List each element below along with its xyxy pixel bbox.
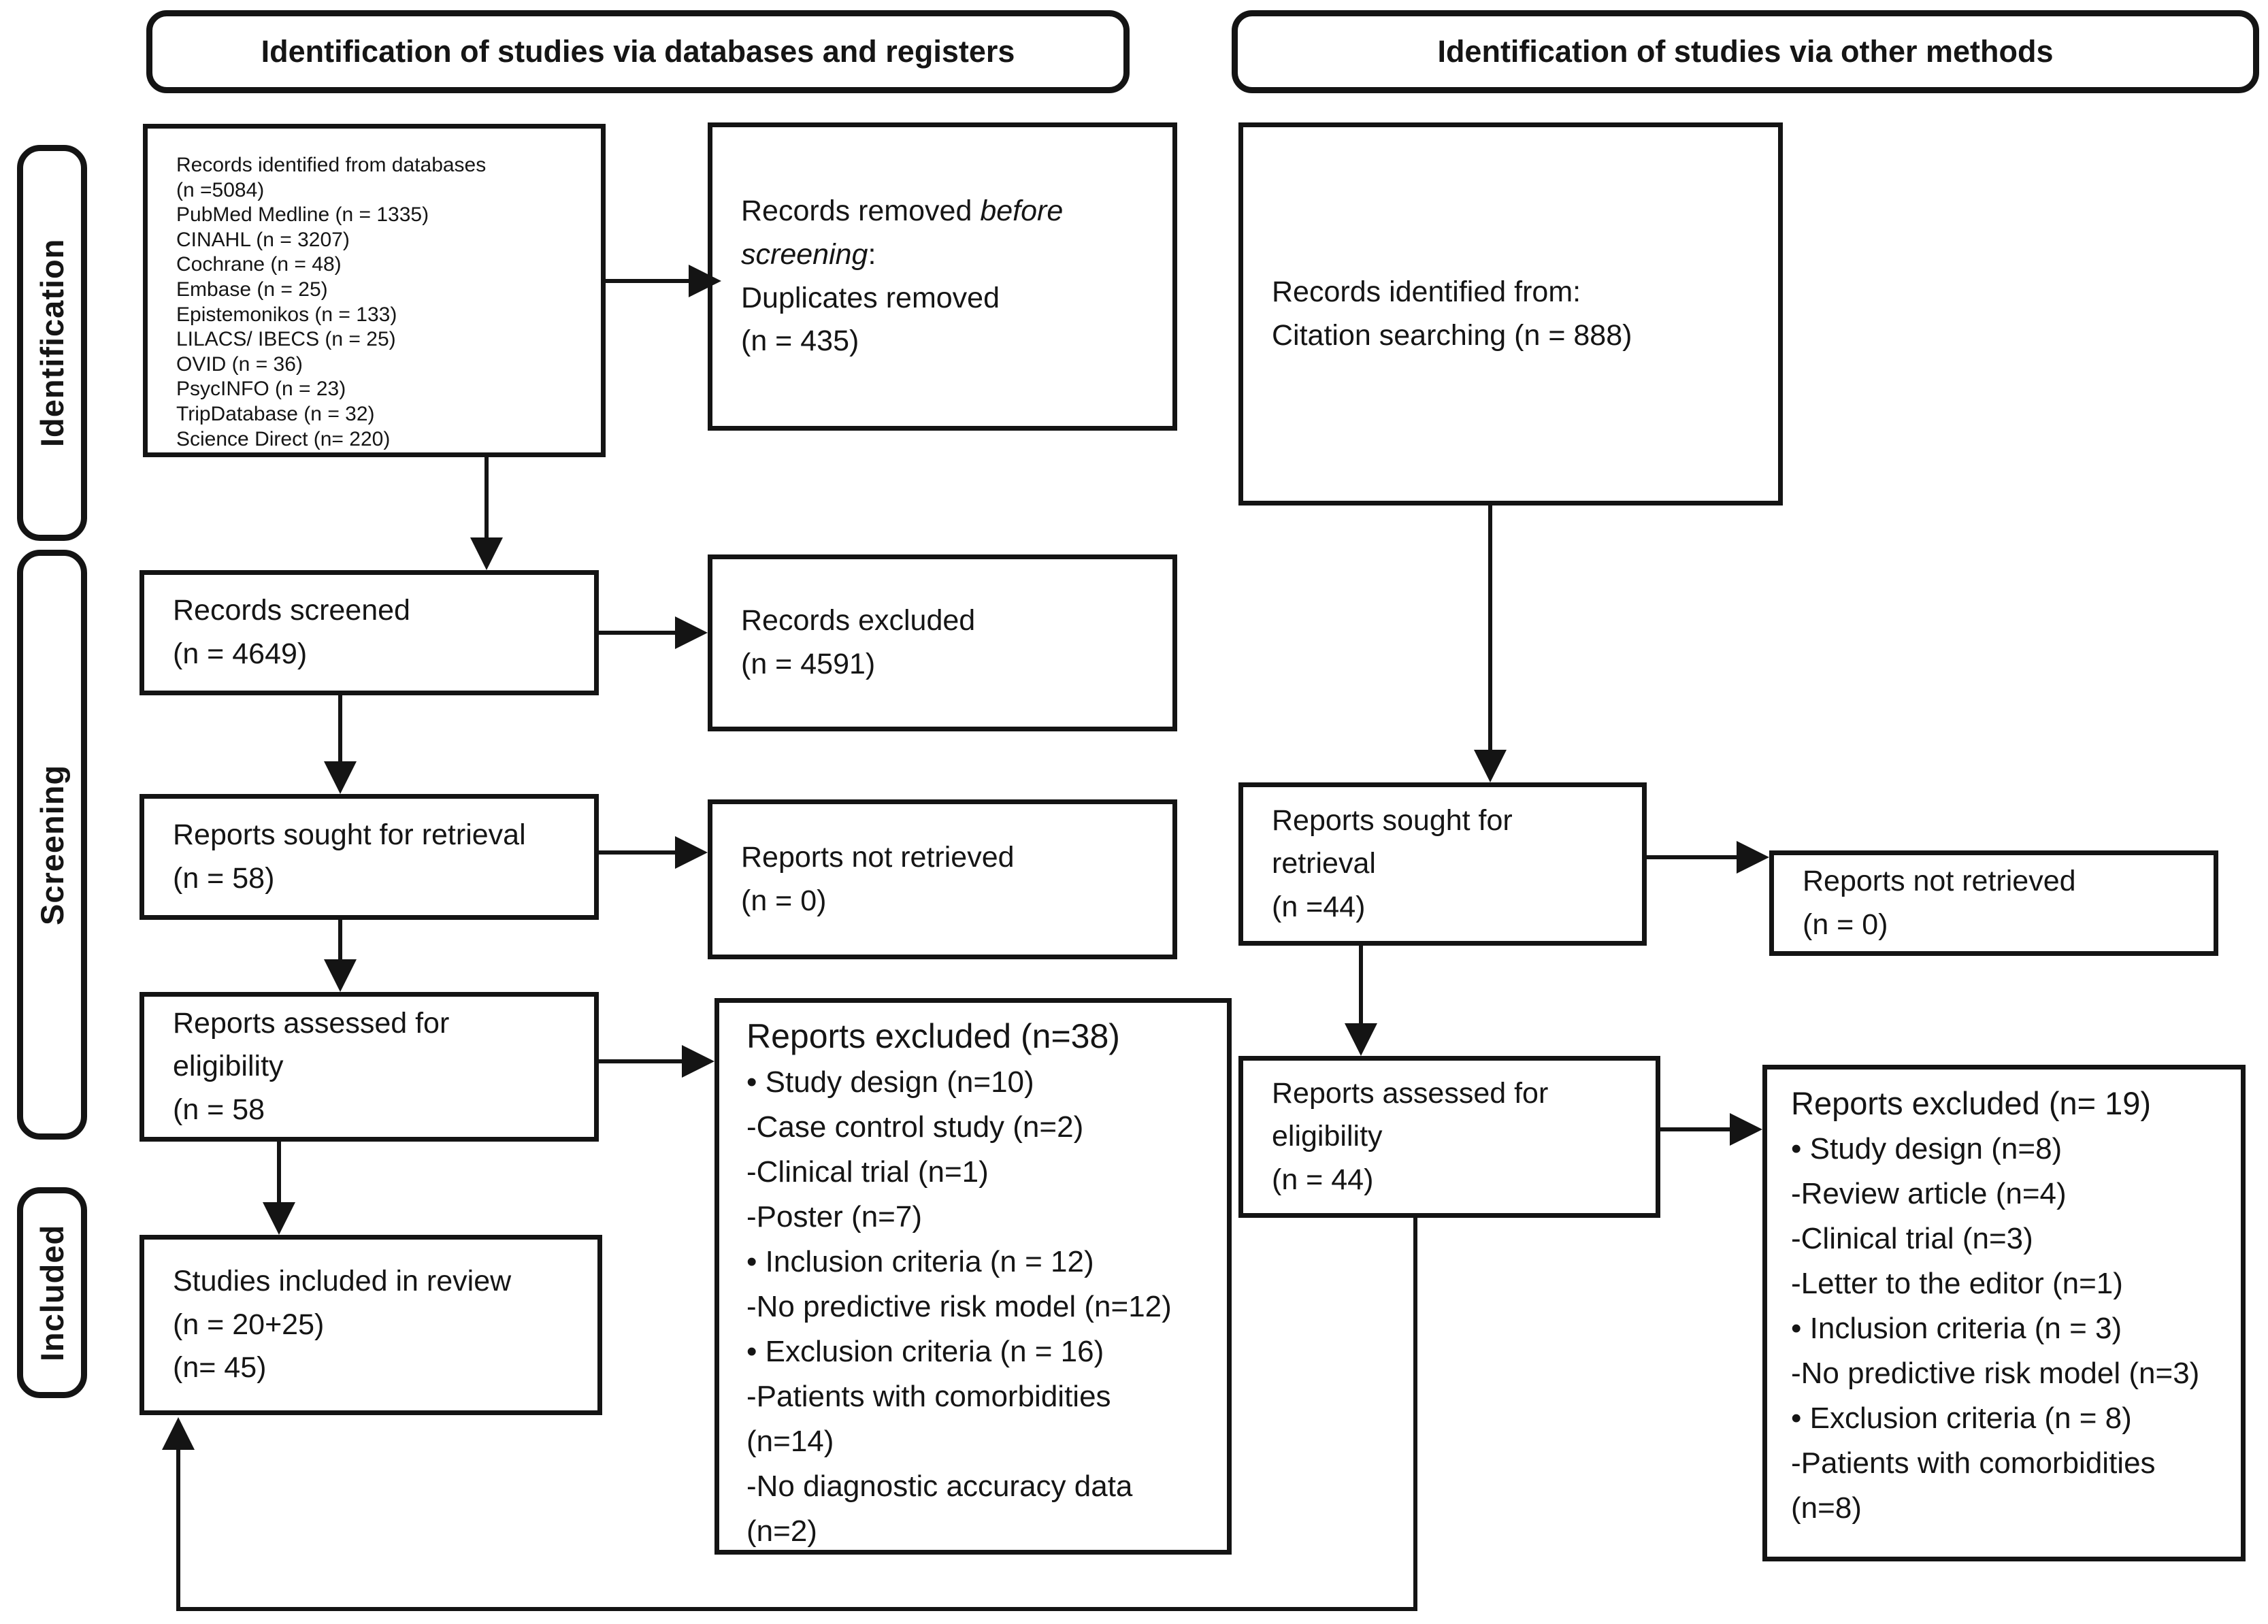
box-reports-sought-retrieval: Reports sought for retrieval(n = 58) [139,794,599,920]
box-records-removed-before-screening: Records removed before screening: Duplic… [708,122,1177,431]
arrow-sought-right-to-assessed-right [1345,946,1377,1056]
arrow-assessed-to-studies-included [263,1142,295,1235]
stage-label-included: Included [17,1187,87,1398]
before-screening-italic: before screening [741,195,1064,271]
box-records-identified-citation: Records identified from:Citation searchi… [1238,122,1783,506]
arrow-databases-to-screened [470,457,503,570]
header-other-methods: Identification of studies via other meth… [1232,10,2259,93]
stage-label-screening: Screening [17,550,87,1140]
records-removed-heading: Records removed before screening: [741,195,1064,271]
arrow-screened-to-excluded [599,616,708,649]
arrow-screened-to-sought [324,695,357,794]
reports-excluded-38-title: Reports excluded (n=38) [746,1017,1120,1055]
box-reports-not-retrieved-left: Reports not retrieved(n = 0) [708,799,1177,959]
reports-excluded-19-title: Reports excluded (n= 19) [1791,1085,2152,1121]
box-records-identified-databases: Records identified from databases(n =508… [143,124,606,457]
reports-excluded-19-items: • Study design (n=8)-Review article (n=4… [1791,1132,2200,1525]
box-studies-included-review: Studies included in review(n = 20+25)(n=… [139,1235,602,1415]
box-reports-not-retrieved-right: Reports not retrieved(n = 0) [1769,850,2218,956]
arrow-citation-to-sought-right [1474,506,1507,782]
box-reports-excluded-38: Reports excluded (n=38) • Study design (… [714,998,1232,1555]
arrow-assessed-right-to-excluded-19 [1660,1113,1762,1146]
arrow-sought-to-assessed [324,920,357,992]
arrow-sought-right-to-not-retrieved [1647,841,1769,874]
stage-label-identification: Identification [17,145,87,541]
arrow-databases-to-duplicates [606,265,721,297]
arrow-sought-to-not-retrieved [599,836,708,869]
records-removed-details: Duplicates removed(n = 435) [741,281,1000,358]
box-records-excluded: Records excluded(n = 4591) [708,554,1177,731]
reports-excluded-38-items: • Study design (n=10)-Case control study… [746,1065,1172,1548]
box-reports-excluded-19: Reports excluded (n= 19) • Study design … [1762,1065,2246,1561]
header-databases-registers: Identification of studies via databases … [146,10,1130,93]
box-records-screened: Records screened(n = 4649) [139,570,599,695]
arrow-assessed-to-excluded-38 [599,1045,714,1078]
